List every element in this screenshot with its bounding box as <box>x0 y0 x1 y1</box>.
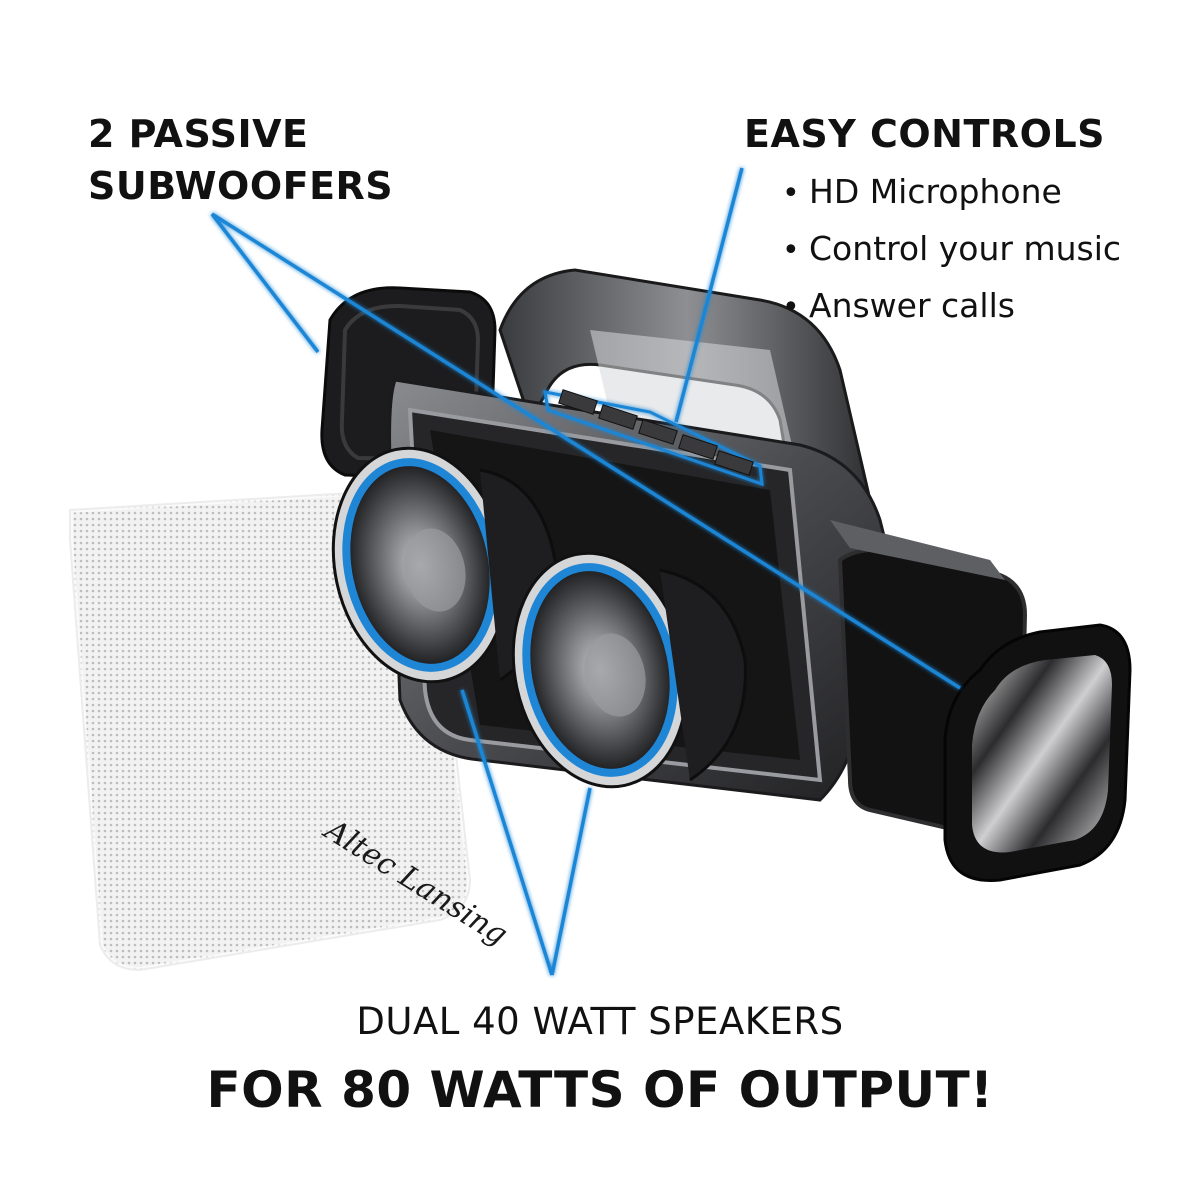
left-driver <box>331 446 557 684</box>
leader-controls <box>674 167 744 423</box>
control-panel <box>543 389 764 487</box>
controls-feature-list: • HD Microphone • Control your music • Answ… <box>782 164 1121 335</box>
subwoofers-callout-line2: SUBWOOFERS <box>88 164 394 208</box>
bullet-icon: • <box>782 290 800 325</box>
control-buttons <box>558 389 754 476</box>
subwoofers-callout-line1: 2 PASSIVE <box>88 112 309 156</box>
controls-feature-item: • Answer calls <box>782 278 1121 335</box>
right-passive-radiator <box>943 623 1132 882</box>
bullet-icon: • <box>782 233 800 268</box>
bullet-icon: • <box>782 176 800 211</box>
controls-feature-item: • HD Microphone <box>782 164 1121 221</box>
leader-speaker-right <box>550 787 592 976</box>
controls-callout-title: EASY CONTROLS <box>744 112 1106 156</box>
controls-feature-item: • Control your music <box>782 221 1121 278</box>
button-icon-3[interactable] <box>638 419 678 445</box>
button-icon-4[interactable] <box>678 434 718 460</box>
speakers-callout-line2: FOR 80 WATTS OF OUTPUT! <box>206 1061 994 1119</box>
leader-subwoofer-left <box>210 212 320 354</box>
callout-leader-lines <box>210 167 961 976</box>
feature-label: Control your music <box>809 229 1122 268</box>
feature-label: Answer calls <box>809 286 1015 325</box>
button-icon-1[interactable] <box>558 389 598 415</box>
right-driver <box>511 551 747 789</box>
leader-speaker-left <box>460 689 554 976</box>
subwoofers-callout: 2 PASSIVE SUBWOOFERS <box>88 108 393 212</box>
button-icon-2[interactable] <box>598 404 638 430</box>
speakers-callout-line1: DUAL 40 WATT SPEAKERS <box>356 1000 844 1043</box>
button-icon-5[interactable] <box>714 450 754 476</box>
feature-label: HD Microphone <box>809 172 1062 211</box>
leader-subwoofer-right <box>211 212 961 690</box>
